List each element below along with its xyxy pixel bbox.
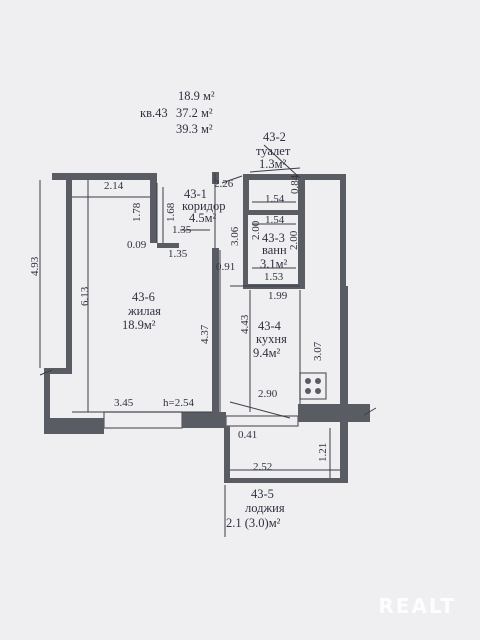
loggia-right-wall: [340, 420, 348, 482]
toilet-top-wall: [243, 174, 343, 180]
living-bottom-left-wall: [50, 418, 104, 434]
dim-2-00-left: 2.00: [250, 220, 262, 240]
realt-watermark: REALT: [378, 594, 456, 618]
dim-6-13: 6.13: [79, 286, 91, 306]
bath-left-wall: [243, 214, 248, 286]
corridor-code: 43-1: [184, 187, 207, 201]
corridor-name: коридор: [182, 199, 226, 213]
dim-1-68: 1.68: [165, 202, 177, 222]
dim-1-54-top: 1.54: [265, 193, 285, 205]
dim-2-52: 2.52: [253, 461, 273, 473]
living-name: жилая: [128, 304, 161, 318]
toilet-name: туалет: [256, 144, 291, 158]
corridor-sill: [157, 243, 179, 248]
dim-3-07: 3.07: [312, 341, 324, 361]
living-lower-left-wall: [44, 372, 50, 434]
summary-living-area: 18.9 м²: [178, 89, 215, 103]
living-area: 18.9м²: [122, 318, 156, 332]
dim-1-35-top: 1.35: [172, 224, 192, 236]
loggia-bottom-wall: [224, 478, 348, 483]
kitchen-area: 9.4м²: [253, 346, 281, 360]
living-corridor-partition: [150, 173, 157, 243]
summary-total-area: 37.2 м²: [176, 106, 213, 120]
living-top-wall: [52, 173, 154, 180]
living-left-wall: [66, 176, 72, 372]
dim-0-41: 0.41: [238, 429, 258, 441]
kitchen-code: 43-4: [258, 319, 281, 333]
dim-0-91: 0.91: [216, 261, 236, 273]
dim-0-09: 0.09: [127, 239, 147, 251]
dim-4-37: 4.37: [199, 324, 211, 344]
kitchen-right-upper-wall: [340, 174, 346, 286]
living-bottom-mid-wall: [182, 412, 226, 428]
summary-apt-label: кв.43: [140, 106, 168, 120]
toilet-area: 1.3м²: [259, 157, 287, 171]
bath-name: ванн: [262, 243, 287, 257]
bath-area: 3.1м²: [260, 257, 288, 271]
dim-1-21: 1.21: [317, 442, 329, 462]
dim-2-90: 2.90: [258, 388, 278, 400]
kitchen-name: кухня: [256, 332, 287, 346]
loggia-code: 43-5: [251, 487, 274, 501]
dim-0-84: 0.84: [289, 174, 301, 194]
toilet-code: 43-2: [263, 130, 286, 144]
dim-1-35-bottom: 1.35: [168, 248, 188, 260]
dim-3-06: 3.06: [229, 226, 241, 246]
summary-loggia-area: 39.3 м²: [176, 122, 213, 136]
bath-right-wall: [298, 178, 305, 288]
dim-1-53: 1.53: [264, 271, 284, 283]
kitchen-bottom-right-wall: [298, 404, 370, 422]
dim-2-26: 2.26: [214, 178, 234, 190]
dim-1-54-bottom: 1.54: [265, 214, 285, 226]
dim-1-99: 1.99: [268, 290, 288, 302]
living-kitchen-partition: [212, 248, 219, 413]
balcony-door-frame: [103, 411, 183, 429]
living-code: 43-6: [132, 290, 155, 304]
dim-2-14: 2.14: [104, 180, 124, 192]
loggia-left-wall: [224, 426, 230, 482]
toilet-left-wall: [243, 178, 249, 214]
dim-3-45: 3.45: [114, 397, 134, 409]
stove-symbol: [299, 372, 327, 400]
dim-4-93: 4.93: [29, 256, 41, 276]
loggia-area: 2.1 (3.0)м²: [226, 516, 281, 530]
bath-code: 43-3: [262, 231, 285, 245]
toilet-bath-wall: [243, 210, 303, 215]
corridor-area: 4.5м²: [189, 211, 217, 225]
loggia-name: лоджия: [245, 501, 285, 515]
dim-1-78: 1.78: [131, 202, 143, 222]
dim-4-43: 4.43: [239, 314, 251, 334]
kitchen-right-lower-wall: [340, 286, 348, 406]
living-window-jamb: [44, 368, 72, 374]
dim-2-00-right: 2.00: [288, 230, 300, 250]
dim-ceiling-height: h=2.54: [163, 397, 194, 409]
